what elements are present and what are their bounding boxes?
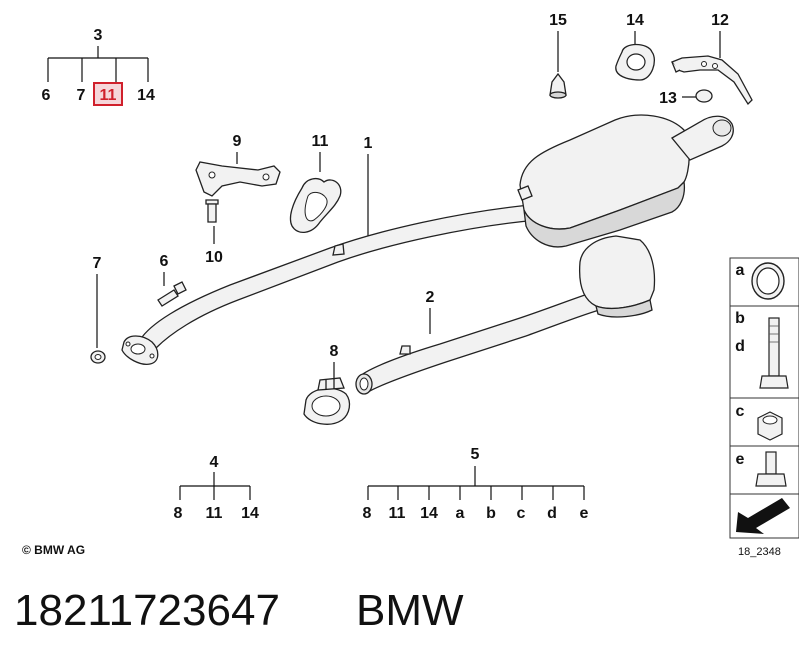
legend-d: d — [735, 338, 745, 355]
callout-5-8: 8 — [363, 505, 372, 522]
callout-5-c: c — [517, 505, 526, 522]
callout-1: 1 — [364, 135, 373, 152]
callout-13: 13 — [659, 90, 677, 107]
part-7-nut[interactable]: 7 — [90, 255, 106, 364]
part-2-front-silencer-pipe[interactable]: 2 — [355, 235, 656, 395]
callout-14: 14 — [137, 87, 155, 104]
callout-3: 3 — [94, 27, 103, 44]
highlight-box — [93, 82, 123, 106]
callout-8: 8 — [330, 343, 339, 360]
callout-12: 12 — [711, 12, 729, 29]
part-10-bolt[interactable]: 10 — [205, 199, 223, 266]
callout-7: 7 — [77, 87, 86, 104]
part-14-rubber-mount[interactable]: 14 — [615, 12, 655, 81]
legend-a: a — [736, 262, 745, 279]
callout-11-mid: 11 — [312, 133, 329, 150]
callout-15: 15 — [549, 12, 567, 29]
part-11-rubber-mount[interactable]: 11 — [289, 133, 342, 233]
callout-6: 6 — [42, 87, 51, 104]
brand-name: BMW — [356, 586, 464, 635]
part-number: 18211723647 — [14, 586, 280, 635]
legend-c: c — [736, 403, 745, 420]
legend-b: b — [735, 310, 745, 327]
callout-9: 9 — [233, 133, 242, 150]
callout-2: 2 — [426, 289, 435, 306]
part-6-bolt[interactable]: 6 — [157, 253, 187, 307]
callout-4-8: 8 — [174, 505, 183, 522]
callout-group-3: 3 6 7 11 14 — [42, 27, 155, 106]
callout-group-4: 4 8 11 14 — [174, 454, 259, 522]
callout-5-b: b — [486, 505, 496, 522]
direction-arrow-icon — [736, 498, 790, 534]
callout-7-left: 7 — [93, 255, 102, 272]
callout-6-left: 6 — [160, 253, 169, 270]
legend-e: e — [736, 451, 745, 468]
part-8-clamp[interactable]: 8 — [303, 343, 351, 425]
callout-5-e: e — [580, 505, 589, 522]
part-15-rubber-stop[interactable]: 15 — [549, 12, 567, 99]
callout-10: 10 — [205, 249, 223, 266]
callout-14-top: 14 — [626, 12, 644, 29]
callout-4-11: 11 — [206, 505, 223, 522]
part-12-bracket[interactable]: 12 — [670, 12, 753, 106]
callout-4: 4 — [210, 454, 219, 471]
copyright-text: © BMW AG — [22, 543, 85, 557]
hardware-legend: a b d c e — [729, 257, 799, 539]
callout-5-11: 11 — [389, 505, 406, 522]
callout-5: 5 — [471, 446, 480, 463]
callout-group-5: 5 8 11 14 a b c d e — [363, 446, 589, 522]
callout-5-d: d — [547, 505, 557, 522]
callout-11-highlighted[interactable]: 11 — [100, 87, 117, 104]
callout-5-14: 14 — [420, 505, 438, 522]
callout-5-a: a — [456, 505, 465, 522]
callout-4-14: 14 — [241, 505, 259, 522]
part-1-rear-silencer-pipe[interactable]: 1 — [121, 114, 734, 365]
part-13-nut[interactable]: 13 — [659, 89, 713, 107]
diagram-code: 18_2348 — [738, 546, 781, 558]
part-9-hanger-bracket[interactable]: 9 — [195, 133, 281, 197]
